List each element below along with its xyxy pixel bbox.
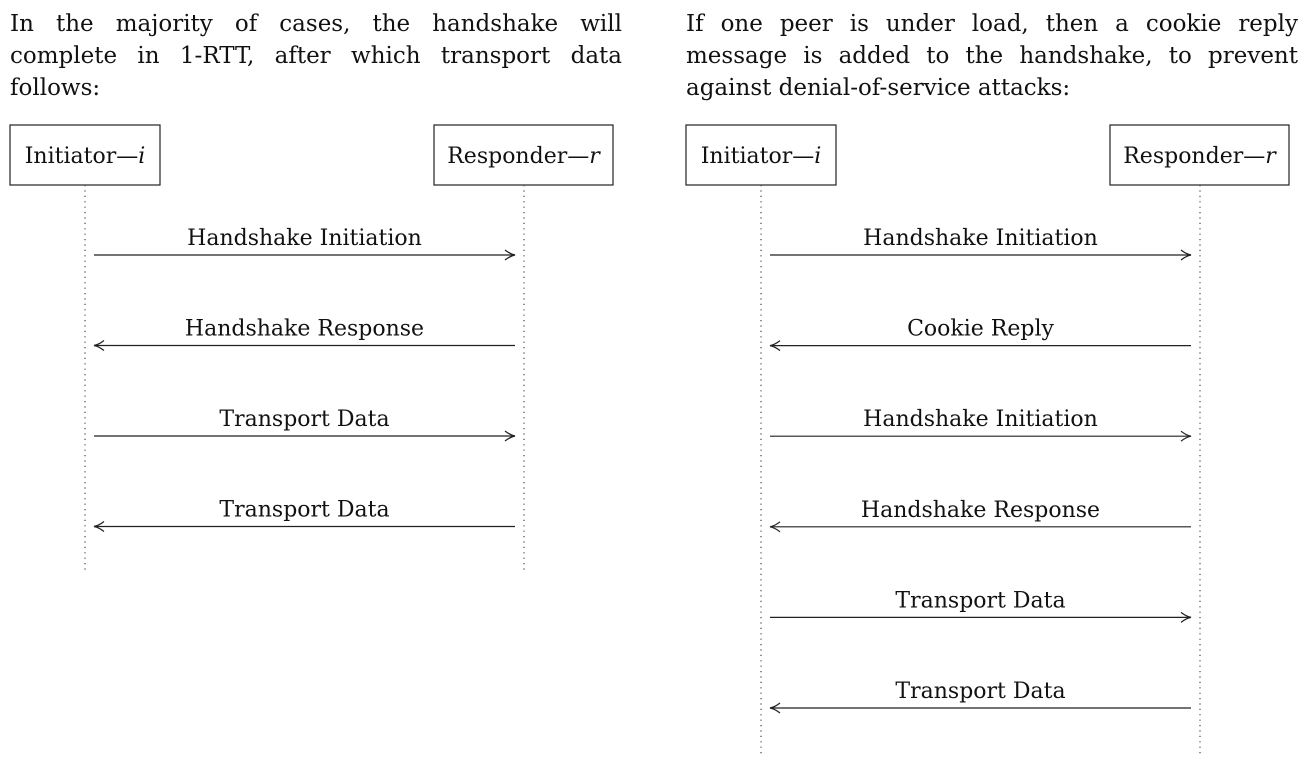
right-message: Transport Data [769, 679, 1191, 714]
right-message-label: Transport Data [895, 679, 1065, 704]
right-message: Handshake Initiation [770, 226, 1192, 261]
right-sequence-panel: If one peer is under load, then a cookie… [676, 0, 1306, 763]
left-responder-name: Responder [447, 144, 567, 169]
left-message-arrowhead [93, 521, 105, 532]
right-responder-label: Responder—r [1123, 144, 1277, 169]
left-message-label: Handshake Response [185, 317, 424, 342]
right-initiator-symbol: i [814, 144, 821, 169]
right-message-label: Handshake Response [861, 498, 1100, 523]
right-message-arrowhead [1180, 249, 1192, 261]
right-initiator-name: Initiator [701, 144, 793, 169]
right-message: Cookie Reply [769, 317, 1191, 352]
right-message-arrowhead [1180, 611, 1192, 623]
right-initiator-participant: Initiator—i [685, 124, 837, 186]
right-message-label: Handshake Initiation [863, 226, 1098, 251]
right-message-label: Transport Data [895, 588, 1065, 613]
right-initiator-label: Initiator—i [701, 144, 822, 169]
right-message-label: Cookie Reply [907, 317, 1054, 342]
left-message-arrowhead [93, 340, 105, 351]
left-initiator-symbol: i [138, 144, 145, 169]
left-message-label: Transport Data [219, 407, 389, 432]
right-responder-participant: Responder—r [1109, 124, 1290, 186]
left-message-arrowhead [504, 430, 516, 442]
left-responder-symbol: r [589, 144, 601, 169]
right-message-label: Handshake Initiation [863, 407, 1098, 432]
left-responder-participant: Responder—r [433, 124, 614, 186]
left-message: Transport Data [93, 498, 515, 532]
left-message: Transport Data [94, 407, 516, 442]
right-message: Handshake Initiation [770, 407, 1192, 442]
left-responder-label: Responder—r [447, 144, 601, 169]
left-initiator-name: Initiator [25, 144, 117, 169]
right-responder-box [1109, 124, 1290, 186]
left-message: Handshake Initiation [94, 226, 516, 261]
left-message-label: Transport Data [219, 498, 389, 523]
right-message-arrowhead [769, 340, 781, 352]
right-message: Handshake Response [769, 498, 1191, 533]
left-message: Handshake Response [93, 317, 515, 351]
right-message: Transport Data [770, 588, 1192, 623]
left-initiator-box [9, 124, 161, 186]
left-initiator-label: Initiator—i [25, 144, 146, 169]
left-sequence-panel: In the majority of cases, the handshake … [9, 11, 622, 572]
right-responder-symbol: r [1265, 144, 1277, 169]
left-intro-text: In the majority of cases, the handshake … [10, 11, 622, 101]
right-intro-text: If one peer is under load, then a cookie… [686, 11, 1298, 101]
right-responder-name: Responder [1123, 144, 1243, 169]
left-initiator-participant: Initiator—i [9, 124, 161, 186]
left-message-arrowhead [504, 249, 516, 261]
left-message-label: Handshake Initiation [187, 226, 422, 251]
right-message-arrowhead [1180, 430, 1192, 442]
right-message-arrowhead [769, 521, 781, 533]
right-message-arrowhead [769, 702, 781, 714]
